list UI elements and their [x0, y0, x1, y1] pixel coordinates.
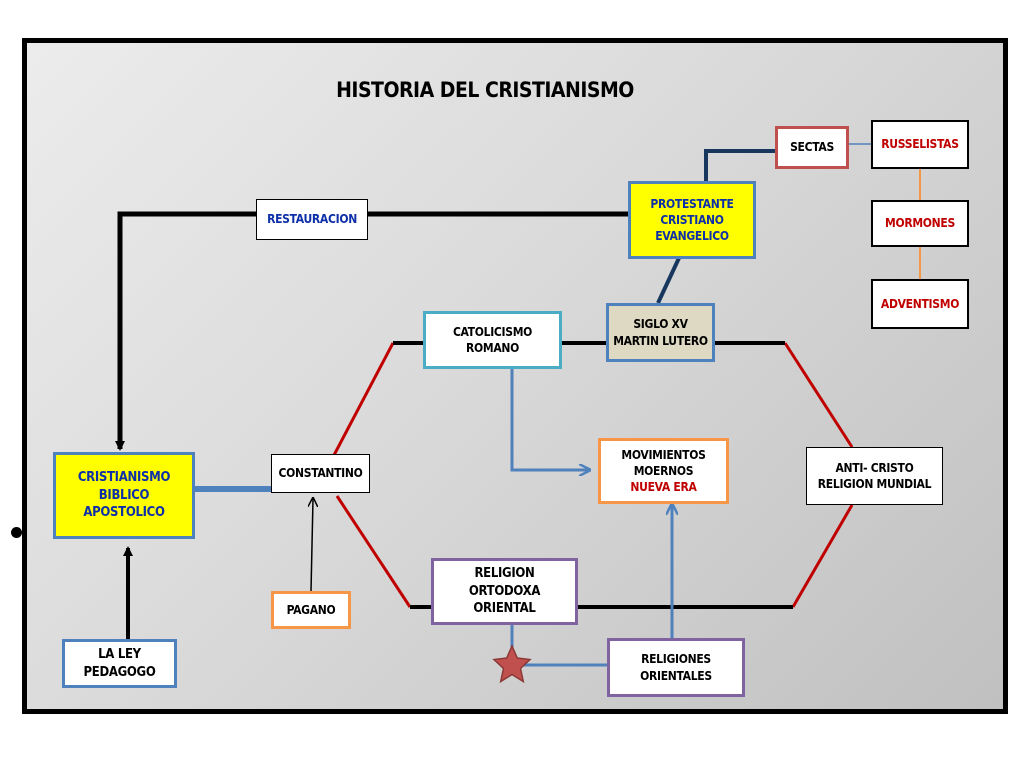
node-cristianismo-line-2: BIBLICO	[98, 487, 150, 503]
catolicismo-movimientos-arrow	[510, 369, 588, 470]
node-cristianismo: CRISTIANISMO BIBLICO APOSTOLICO	[53, 452, 195, 539]
node-russelistas-label: RUSSELISTAS	[881, 137, 959, 152]
node-anticristo-line-2: RELIGION MUNDIAL	[817, 477, 932, 491]
node-siglo-xv: SIGLO XV MARTIN LUTERO	[606, 303, 715, 362]
node-adventismo: ADVENTISMO	[871, 279, 969, 329]
node-anticristo-line-1: ANTI- CRISTO	[835, 460, 914, 475]
node-religiones-orientales: RELIGIONES ORIENTALES	[607, 638, 745, 697]
node-protestante-line-1: PROTESTANTE	[650, 196, 734, 211]
node-la-ley-line-1: LA LEY	[98, 646, 141, 662]
node-protestante-line-2: CRISTIANO	[660, 212, 724, 227]
node-orientales-line-1: RELIGIONES	[641, 652, 711, 667]
node-mormones-label: MORMONES	[885, 216, 955, 231]
node-constantino-label: CONSTANTINO	[278, 466, 363, 481]
node-la-ley-line-2: PEDAGOGO	[83, 664, 156, 680]
pagano-arrow	[311, 499, 313, 592]
node-sectas: SECTAS	[775, 126, 849, 169]
node-la-ley: LA LEY PEDAGOGO	[62, 639, 177, 688]
node-sectas-label: SECTAS	[790, 140, 834, 155]
node-restauracion: RESTAURACION	[256, 199, 368, 240]
node-catolicismo-line-2: ROMANO	[465, 341, 519, 355]
node-cristianismo-line-3: APOSTOLICO	[83, 505, 165, 521]
red-line-lower-right	[791, 504, 854, 608]
node-adventismo-label: ADVENTISMO	[880, 296, 960, 311]
node-mormones: MORMONES	[871, 200, 969, 247]
node-ortodoxa: RELIGION ORTODOXA ORIENTAL	[431, 558, 578, 625]
node-constantino: CONSTANTINO	[271, 454, 370, 493]
node-cristianismo-line-1: CRISTIANISMO	[77, 470, 171, 486]
node-restauracion-label: RESTAURACION	[267, 212, 357, 227]
node-catolicismo-line-1: CATOLICISMO	[452, 324, 533, 339]
node-siglo-xv-line-1: SIGLO XV	[633, 317, 688, 332]
protestante-sectas-line	[704, 149, 776, 182]
node-siglo-xv-line-2: MARTIN LUTERO	[613, 333, 708, 348]
node-movimientos-line-2: MOERNOS	[633, 463, 694, 478]
node-orientales-line-2: ORIENTALES	[640, 668, 712, 683]
node-pagano: PAGANO	[271, 591, 351, 629]
red-line-upper-left	[331, 342, 395, 458]
red-line-upper-right	[783, 342, 854, 448]
node-ortodoxa-line-1: RELIGION	[474, 566, 535, 582]
node-anticristo: ANTI- CRISTO RELIGION MUNDIAL	[806, 447, 943, 505]
node-movimientos: MOVIMIENTOS MOERNOS NUEVA ERA	[598, 438, 729, 504]
diagram-title: HISTORIA DEL CRISTIANISMO	[336, 78, 634, 102]
red-line-lower-left	[335, 495, 412, 608]
node-ortodoxa-line-2: ORTODOXA ORIENTAL	[468, 583, 541, 617]
star-icon	[492, 644, 532, 684]
node-movimientos-line-1: MOVIMIENTOS	[621, 447, 706, 462]
node-catolicismo: CATOLICISMO ROMANO	[423, 311, 562, 369]
node-pagano-label: PAGANO	[286, 602, 336, 617]
restauracion-line	[115, 211, 628, 451]
protestante-siglo-line	[656, 257, 681, 304]
node-russelistas: RUSSELISTAS	[871, 120, 969, 169]
node-protestante: PROTESTANTE CRISTIANO EVANGELICO	[628, 181, 756, 259]
bullet-dot-icon	[11, 527, 22, 538]
node-movimientos-line-3: NUEVA ERA	[630, 480, 697, 495]
node-protestante-line-3: EVANGELICO	[655, 229, 729, 244]
